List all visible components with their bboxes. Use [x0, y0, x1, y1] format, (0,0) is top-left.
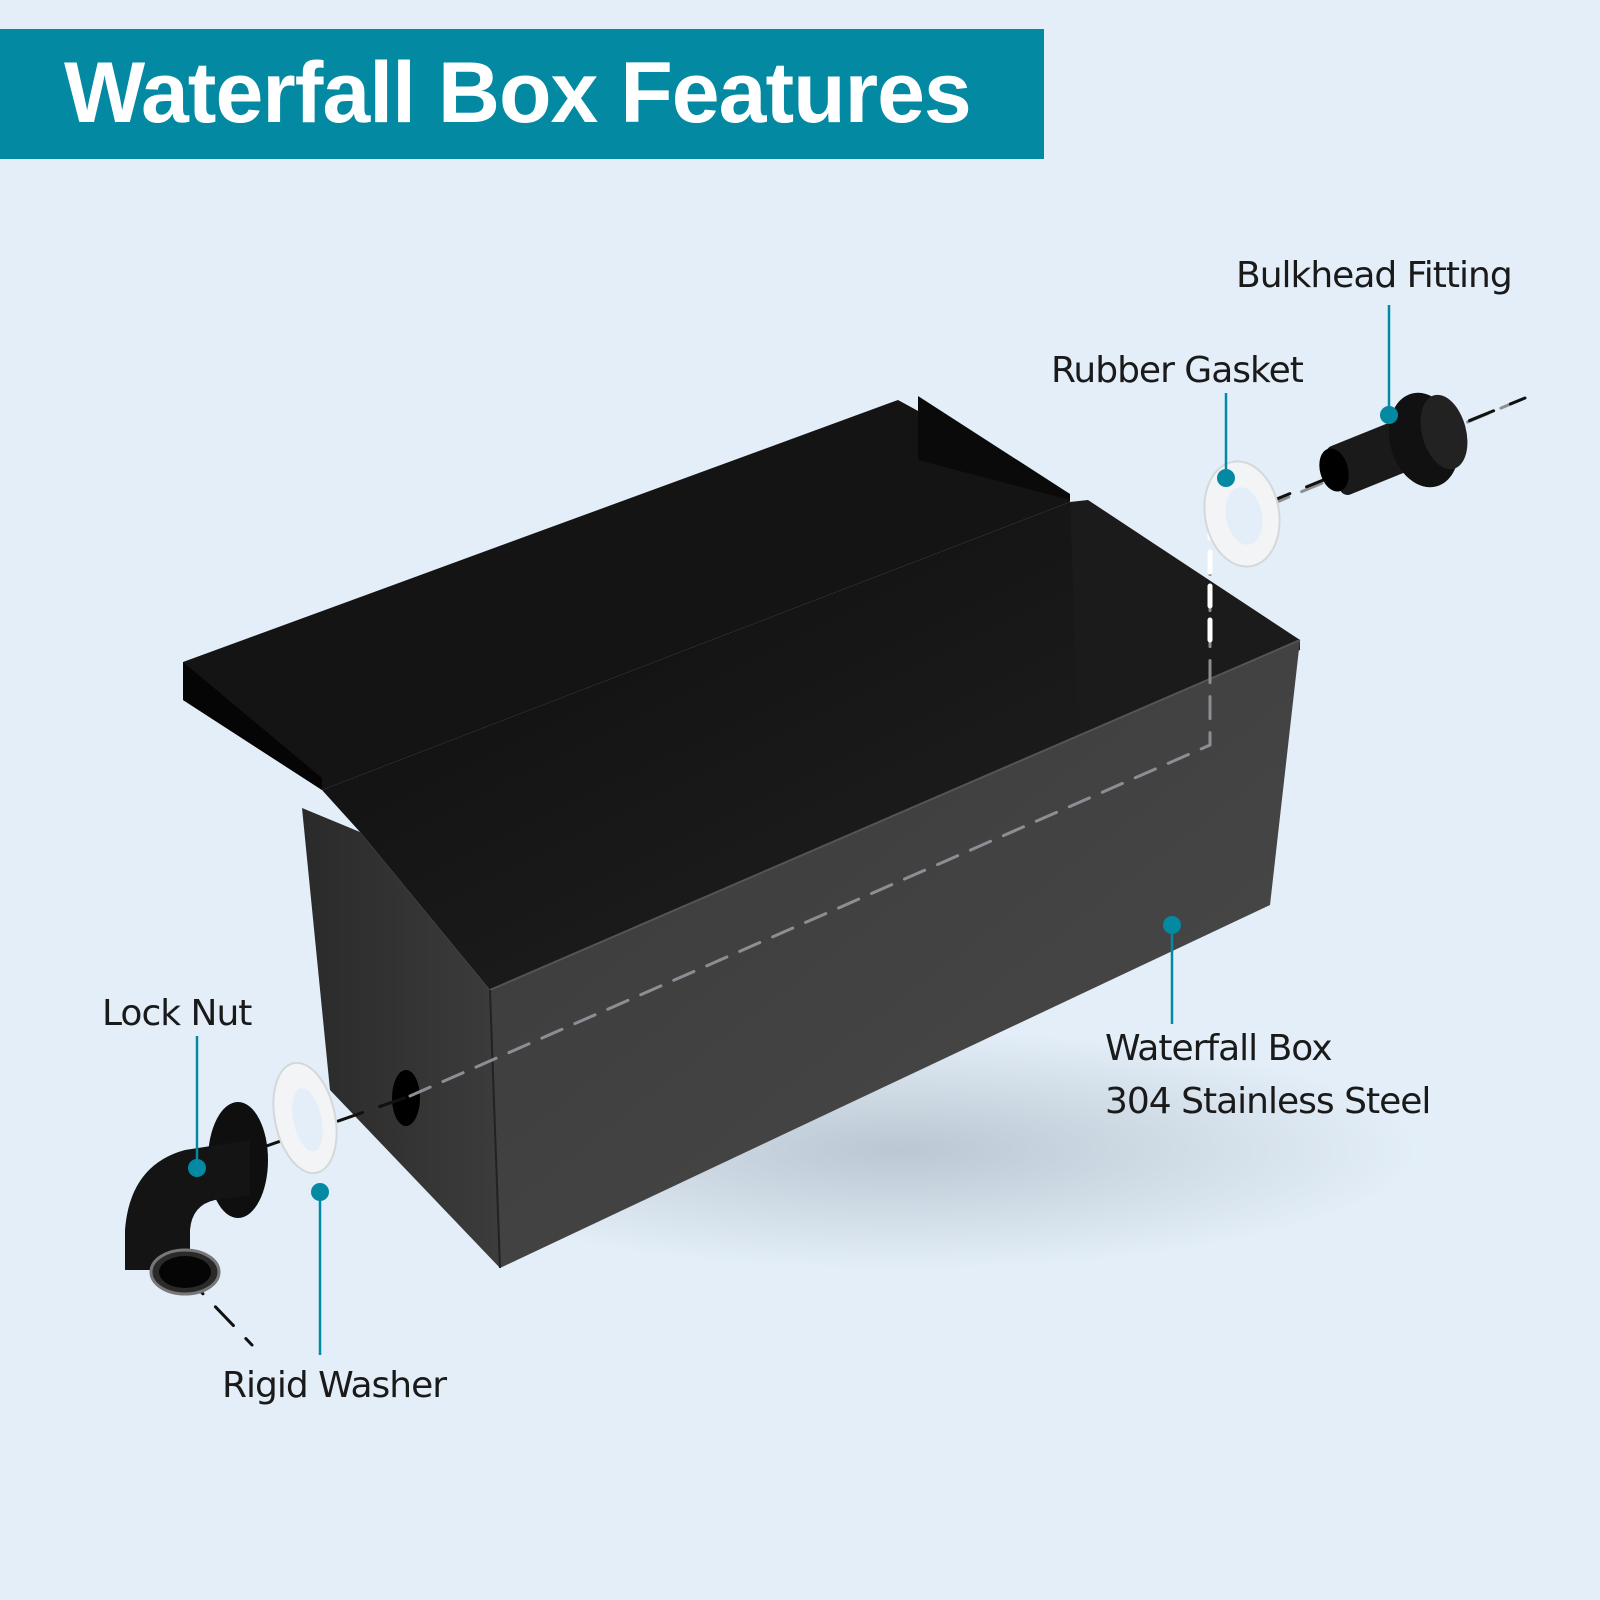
title-banner: Waterfall Box Features [0, 29, 1044, 159]
rubber-gasket-part [1203, 460, 1281, 568]
label-lock-nut: Lock Nut [102, 993, 252, 1034]
label-rubber-gasket: Rubber Gasket [1051, 350, 1304, 391]
drain-hole [392, 1070, 420, 1126]
label-bulkhead-fitting: Bulkhead Fitting [1236, 255, 1513, 296]
rigid-washer-part [272, 1061, 338, 1175]
label-rigid-washer: Rigid Washer [222, 1365, 447, 1406]
callout-leaders [188, 305, 1398, 1355]
label-waterfall-box: Waterfall Box [1105, 1028, 1333, 1069]
label-waterfall-box-material: 304 Stainless Steel [1105, 1081, 1431, 1122]
waterfall-box [183, 396, 1301, 1269]
page-title: Waterfall Box Features [64, 45, 972, 141]
lock-nut-part [125, 1102, 268, 1296]
bulkhead-fitting-part [1319, 392, 1468, 495]
